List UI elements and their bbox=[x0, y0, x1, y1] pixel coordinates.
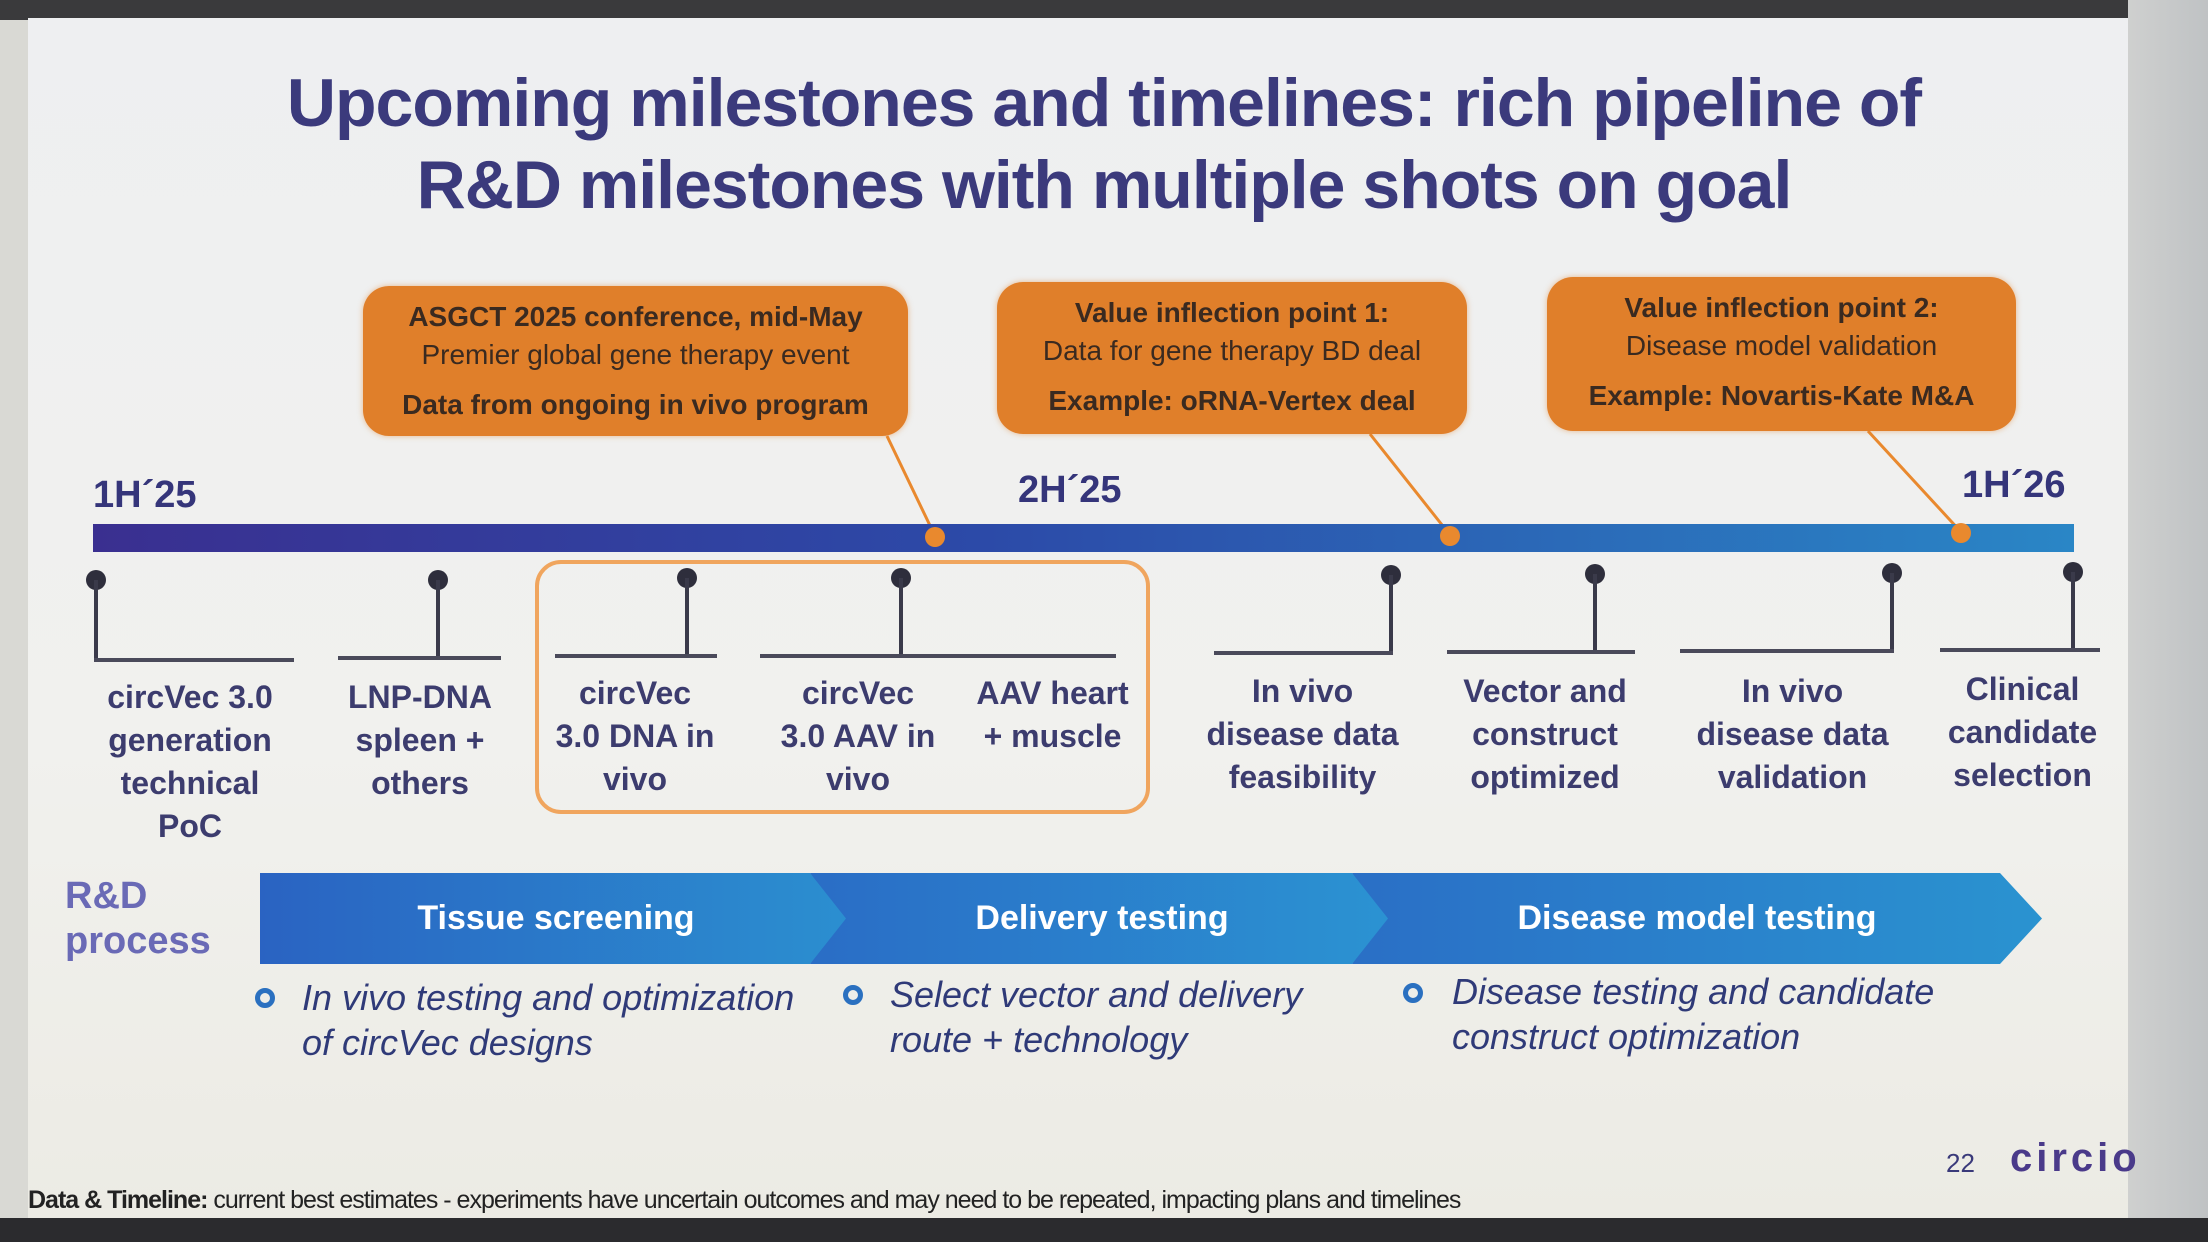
pin-base bbox=[1447, 650, 1635, 654]
pin-stem bbox=[94, 580, 98, 662]
milestone-label: Vector and construct optimized bbox=[1463, 673, 1627, 795]
period-1h26: 1H´26 bbox=[1962, 464, 2066, 506]
period-2h25: 2H´25 bbox=[1018, 469, 1122, 511]
slide bbox=[28, 18, 2128, 1223]
pin-base bbox=[1680, 649, 1894, 653]
pin-stem bbox=[899, 578, 903, 658]
stage-bullet: In vivo testing and optimization of circ… bbox=[302, 977, 795, 1063]
timeline-marker bbox=[925, 527, 945, 547]
timeline-marker bbox=[1440, 526, 1460, 546]
page-number: 22 bbox=[1946, 1148, 1975, 1178]
slide-title-line1: Upcoming milestones and timelines: rich … bbox=[286, 65, 1922, 141]
slide-title-line2: R&D milestones with multiple shots on go… bbox=[416, 147, 1793, 223]
callout-line: Value inflection point 2: bbox=[1624, 292, 1939, 323]
highlight-box bbox=[535, 560, 1150, 814]
pin-stem bbox=[436, 580, 440, 660]
pin-base bbox=[555, 654, 717, 658]
stage-label: Delivery testing bbox=[975, 899, 1229, 937]
screen-edge bbox=[2128, 0, 2208, 1242]
bullet-ring-icon bbox=[255, 988, 275, 1008]
milestone-label: AAV heart + muscle bbox=[976, 675, 1129, 754]
bottom-bezel bbox=[0, 1218, 2208, 1242]
stage-label: Tissue screening bbox=[417, 899, 695, 937]
callout-inflection-1: Value inflection point 1: Data for gene … bbox=[997, 282, 1467, 434]
footer-bold: Data & Timeline: bbox=[28, 1186, 208, 1214]
milestone-label: circVec 3.0 generation technical PoC bbox=[107, 679, 273, 844]
callout-line: Example: oRNA-Vertex deal bbox=[1048, 385, 1416, 416]
callout-line: Example: Novartis-Kate M&A bbox=[1588, 380, 1975, 411]
pin-stem bbox=[1890, 573, 1894, 653]
bullet-ring-icon bbox=[843, 985, 863, 1005]
callout-line: Value inflection point 1: bbox=[1074, 297, 1390, 328]
timeline-marker bbox=[1951, 523, 1971, 543]
top-bezel bbox=[0, 0, 2208, 20]
callout-asgct: ASGCT 2025 conference, mid-May Premier g… bbox=[363, 286, 908, 436]
pin-stem bbox=[1593, 574, 1597, 654]
stage-bullet: Disease testing and candidate construct … bbox=[1452, 971, 1935, 1057]
callout-line: Data for gene therapy BD deal bbox=[1042, 335, 1422, 366]
pin-base bbox=[1214, 651, 1393, 655]
stage-bullet: Select vector and delivery route + techn… bbox=[890, 974, 1303, 1060]
stage-delivery-testing: Delivery testing bbox=[810, 873, 1394, 964]
milestone-label: circVec 3.0 AAV in vivo bbox=[780, 675, 936, 797]
pin-stem bbox=[685, 578, 689, 658]
timeline-bar bbox=[93, 524, 2074, 552]
stage-tissue-screening: Tissue screening bbox=[260, 873, 852, 964]
period-1h25: 1H´25 bbox=[93, 474, 197, 516]
bullet-ring-icon bbox=[1403, 983, 1423, 1003]
callout-line: Disease model validation bbox=[1625, 330, 1938, 361]
connector-3 bbox=[1866, 429, 1963, 534]
milestone-label: In vivo disease data validation bbox=[1696, 673, 1889, 795]
callout-line: Data from ongoing in vivo program bbox=[402, 389, 869, 420]
footer-text: current best estimates - experiments hav… bbox=[207, 1186, 1461, 1214]
stage-label: Disease model testing bbox=[1517, 899, 1877, 937]
rd-process-label: R&D process bbox=[65, 875, 211, 962]
milestone-label: Clinical candidate selection bbox=[1947, 671, 2098, 793]
milestone-label: In vivo disease data feasibility bbox=[1206, 673, 1399, 795]
pin-stem bbox=[2071, 572, 2075, 652]
pin-base bbox=[94, 658, 294, 662]
callout-line: ASGCT 2025 conference, mid-May bbox=[408, 301, 863, 332]
pin-base bbox=[338, 656, 501, 660]
footer-disclaimer: Data & Timeline: current best estimates … bbox=[28, 1186, 1461, 1215]
connector-1 bbox=[885, 435, 937, 537]
stage-disease-model-testing: Disease model testing bbox=[1352, 873, 2042, 964]
pin-base bbox=[760, 654, 1116, 658]
milestone-label: circVec 3.0 DNA in vivo bbox=[555, 675, 715, 797]
pin-stem bbox=[1389, 575, 1393, 655]
pin-base bbox=[1940, 648, 2100, 652]
callout-inflection-2: Value inflection point 2: Disease model … bbox=[1547, 277, 2016, 431]
connector-2 bbox=[1368, 433, 1452, 536]
milestone-label: LNP-DNA spleen + others bbox=[348, 679, 492, 801]
callout-line: Premier global gene therapy event bbox=[421, 339, 850, 370]
circio-logo: circio bbox=[2010, 1136, 2141, 1180]
